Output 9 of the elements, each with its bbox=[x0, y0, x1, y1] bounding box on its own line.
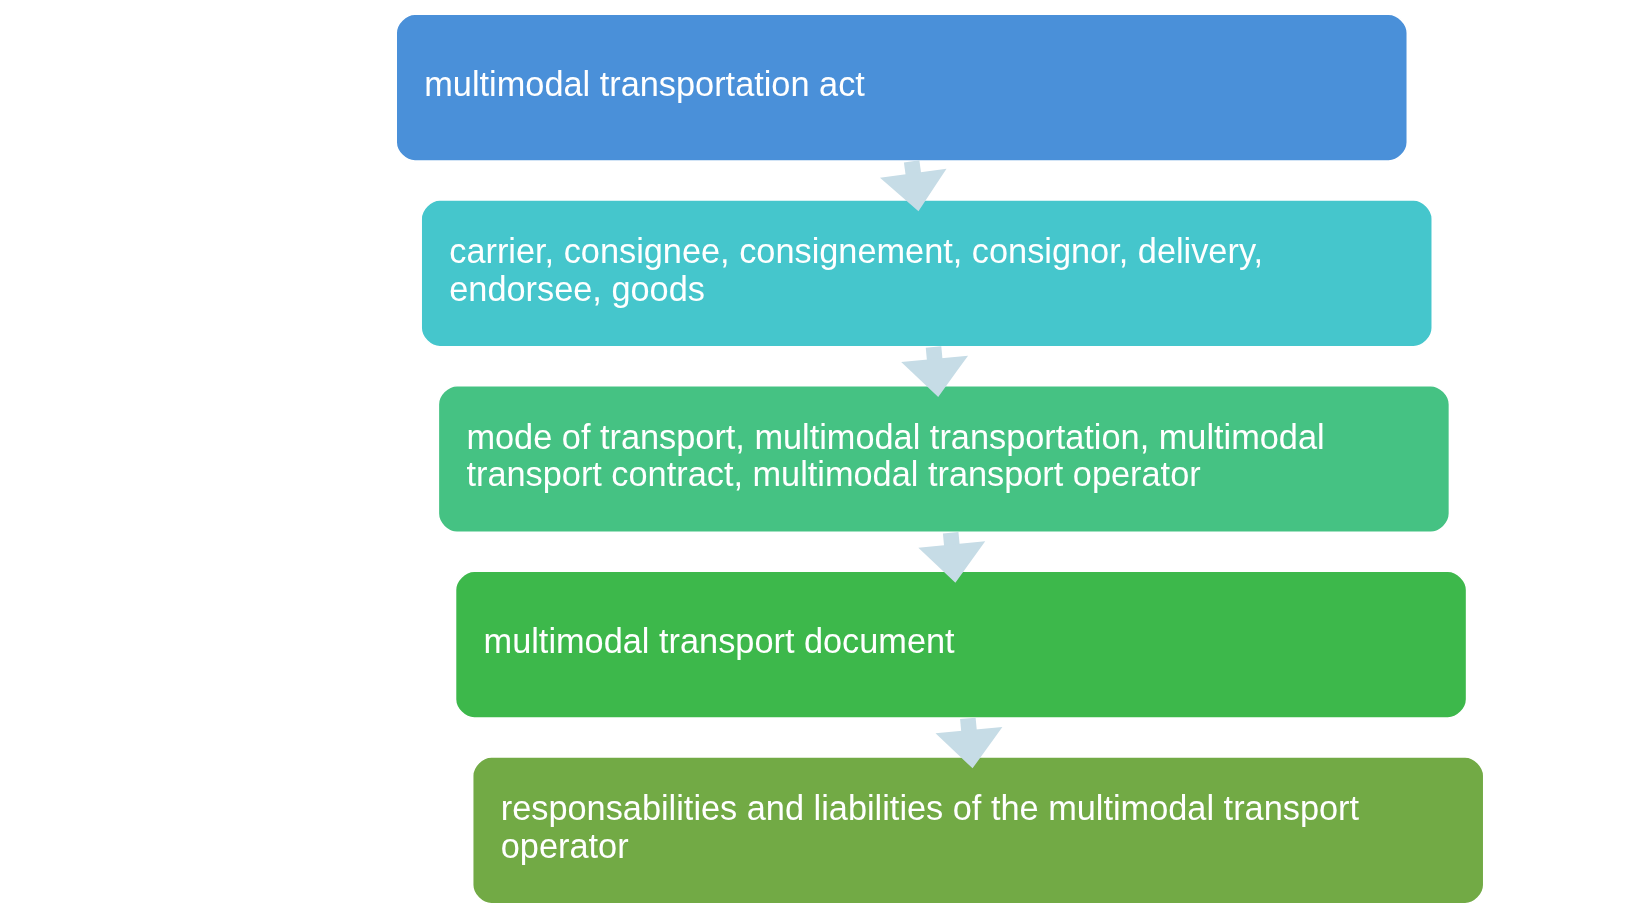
arrow bbox=[935, 717, 1002, 769]
arrow bbox=[879, 160, 947, 212]
node-box: mode of transport, multimodal transportation, multimodal transport contract, multimodal transport operator bbox=[437, 384, 1450, 534]
node-box: multimodal transportation act bbox=[394, 13, 1408, 162]
node-box: responsabilities and liabilities of the multimodal transport operator bbox=[471, 756, 1485, 905]
node-box: multimodal transport document bbox=[454, 570, 1467, 719]
node-box: carrier, consignee, consignement, consignor, delivery, endorsee, goods bbox=[419, 199, 1433, 348]
arrow bbox=[917, 532, 985, 583]
arrow bbox=[900, 346, 968, 397]
